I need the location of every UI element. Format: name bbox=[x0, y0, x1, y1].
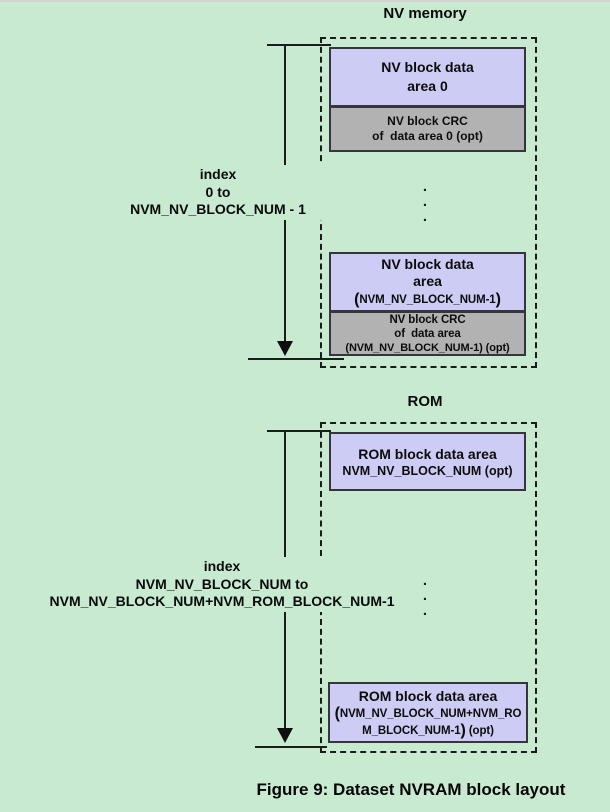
ellipsis-dot: . bbox=[422, 602, 428, 619]
rom-range-down-arrowhead-icon bbox=[277, 728, 293, 743]
nv-block-data-n-line3: (NVM_NV_BLOCK_NUM-1) bbox=[354, 290, 501, 309]
rom-block-data-area-last: ROM block data area (NVM_NV_BLOCK_NUM+NV… bbox=[328, 682, 528, 743]
ellipsis-dot: . bbox=[422, 587, 428, 604]
rom-block-first-line2: NVM_NV_BLOCK_NUM (opt) bbox=[342, 463, 513, 478]
nv-block-data-area-0: NV block data area 0 bbox=[329, 47, 526, 107]
rom-index-line1: index bbox=[203, 558, 241, 574]
rom-title: ROM bbox=[407, 393, 443, 410]
nv-index-line2: 0 to bbox=[205, 183, 231, 200]
paren-open: ( bbox=[334, 704, 340, 722]
nv-index-line1: index bbox=[199, 166, 237, 182]
rom-block-first-line1: ROM block data area bbox=[358, 445, 497, 462]
ellipsis-dot: . bbox=[422, 178, 428, 195]
rom-range-top-tick bbox=[267, 430, 331, 432]
ellipsis-dot: . bbox=[422, 193, 428, 210]
rom-block-last-name-b: M_BLOCK_NUM-1 bbox=[362, 724, 461, 737]
rom-range-bottom-tick bbox=[255, 746, 327, 748]
nv-block-data-area-n: NV block data area (NVM_NV_BLOCK_NUM-1) bbox=[329, 252, 526, 312]
nv-block-crc-0-line2: of data area 0 (opt) bbox=[372, 129, 483, 143]
figure-caption: Figure 9: Dataset NVRAM block layout bbox=[256, 780, 566, 799]
nv-vertical-ellipsis: . . . bbox=[418, 178, 432, 225]
window-top-edge bbox=[0, 0, 610, 2]
nv-block-crc-n-line1: NV block CRC bbox=[389, 313, 466, 326]
rom-vertical-ellipsis: . . . bbox=[418, 572, 432, 619]
rom-index-label: index NVM_NV_BLOCK_NUM to NVM_NV_BLOCK_N… bbox=[28, 557, 416, 612]
nv-block-crc-n-line2: of data area bbox=[394, 327, 461, 340]
nv-block-crc-0: NV block CRC of data area 0 (opt) bbox=[329, 106, 526, 152]
paren-close: ) bbox=[460, 721, 466, 739]
nv-block-crc-n-line3: (NVM_NV_BLOCK_NUM-1) (opt) bbox=[345, 341, 510, 354]
nv-block-data-n-name: NVM_NV_BLOCK_NUM-1 bbox=[359, 294, 496, 306]
nv-index-label: index 0 to NVM_NV_BLOCK_NUM - 1 bbox=[112, 165, 324, 220]
nv-block-data-n-line1: NV block data bbox=[381, 256, 474, 272]
ellipsis-dot: . bbox=[422, 572, 428, 589]
rom-index-line2: NVM_NV_BLOCK_NUM to bbox=[135, 575, 309, 592]
nv-block-data-n-line2: area bbox=[413, 273, 442, 289]
rom-block-last-line3: M_BLOCK_NUM-1) (opt) bbox=[362, 722, 494, 739]
rom-index-line3: NVM_NV_BLOCK_NUM+NVM_ROM_BLOCK_NUM-1 bbox=[49, 593, 395, 609]
paren-open: ( bbox=[354, 291, 360, 308]
rom-block-last-line1: ROM block data area bbox=[358, 687, 498, 704]
rom-block-data-area-first: ROM block data area NVM_NV_BLOCK_NUM (op… bbox=[329, 432, 526, 491]
paren-close: ) bbox=[495, 291, 501, 308]
nv-block-data-0-line2: area 0 bbox=[407, 78, 448, 94]
rom-block-last-name-a: NVM_NV_BLOCK_NUM+NVM_RO bbox=[339, 707, 522, 720]
nv-memory-title: NV memory bbox=[383, 5, 467, 22]
ellipsis-dot: . bbox=[422, 208, 428, 225]
rom-block-last-opt: (opt) bbox=[465, 724, 494, 737]
nv-range-bottom-tick bbox=[248, 358, 344, 360]
nv-block-data-0-line1: NV block data bbox=[381, 59, 474, 75]
nv-block-crc-n: NV block CRC of data area (NVM_NV_BLOCK_… bbox=[329, 311, 526, 356]
nv-block-crc-0-line1: NV block CRC bbox=[387, 114, 468, 128]
nv-range-down-arrowhead-icon bbox=[277, 341, 293, 356]
rom-block-last-line2: (NVM_NV_BLOCK_NUM+NVM_RO bbox=[335, 705, 522, 722]
nv-range-top-tick bbox=[267, 44, 331, 46]
nv-index-line3: NVM_NV_BLOCK_NUM - 1 bbox=[130, 201, 306, 217]
